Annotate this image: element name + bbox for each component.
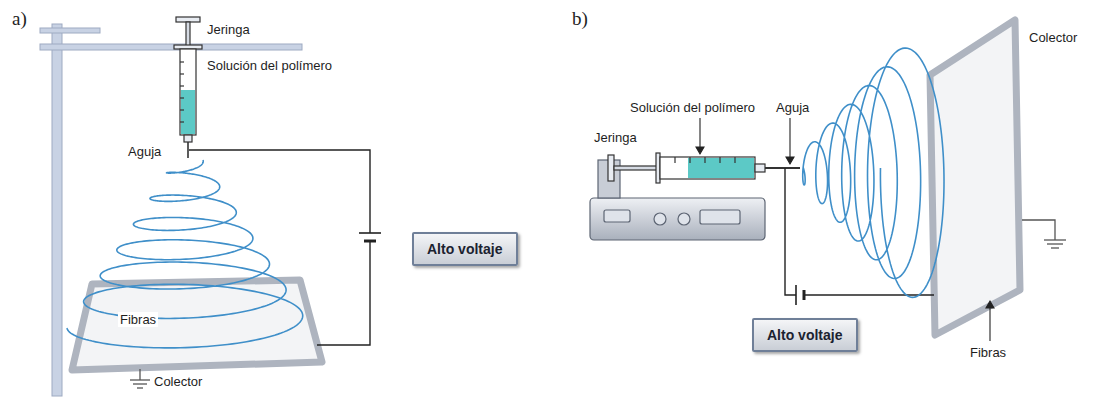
polymer-fibres: [67, 48, 944, 348]
power-supply-box: Alto voltaje: [752, 318, 858, 352]
part-label: Solución del polímero: [628, 100, 757, 115]
part-label: Jeringa: [205, 22, 252, 37]
syringe: [608, 153, 800, 183]
panel-letter: b): [570, 8, 590, 30]
part-label: Colector: [1027, 30, 1079, 45]
ground-symbol: [130, 369, 150, 388]
part-label: Aguja: [126, 144, 163, 159]
fibre-spiral: [67, 160, 303, 348]
syringe: [174, 17, 202, 158]
battery-symbol: [796, 285, 804, 305]
panel-letter: a): [10, 8, 29, 30]
leader-arrow: [696, 118, 994, 341]
box-label: Alto voltaje: [427, 241, 502, 257]
part-label: Fibras: [968, 345, 1008, 360]
part-label: Fibras: [118, 312, 158, 327]
part-label: Solución del polímero: [205, 58, 334, 73]
part-label: Aguja: [774, 100, 811, 115]
part-label: Jeringa: [592, 130, 639, 145]
battery-symbol: [359, 233, 381, 241]
box-label: Alto voltaje: [767, 327, 842, 343]
part-label: Colector: [152, 374, 204, 389]
ground-symbol: [1022, 220, 1066, 248]
fibre-spiral: [803, 48, 944, 297]
power-supply-box: Alto voltaje: [412, 232, 518, 266]
